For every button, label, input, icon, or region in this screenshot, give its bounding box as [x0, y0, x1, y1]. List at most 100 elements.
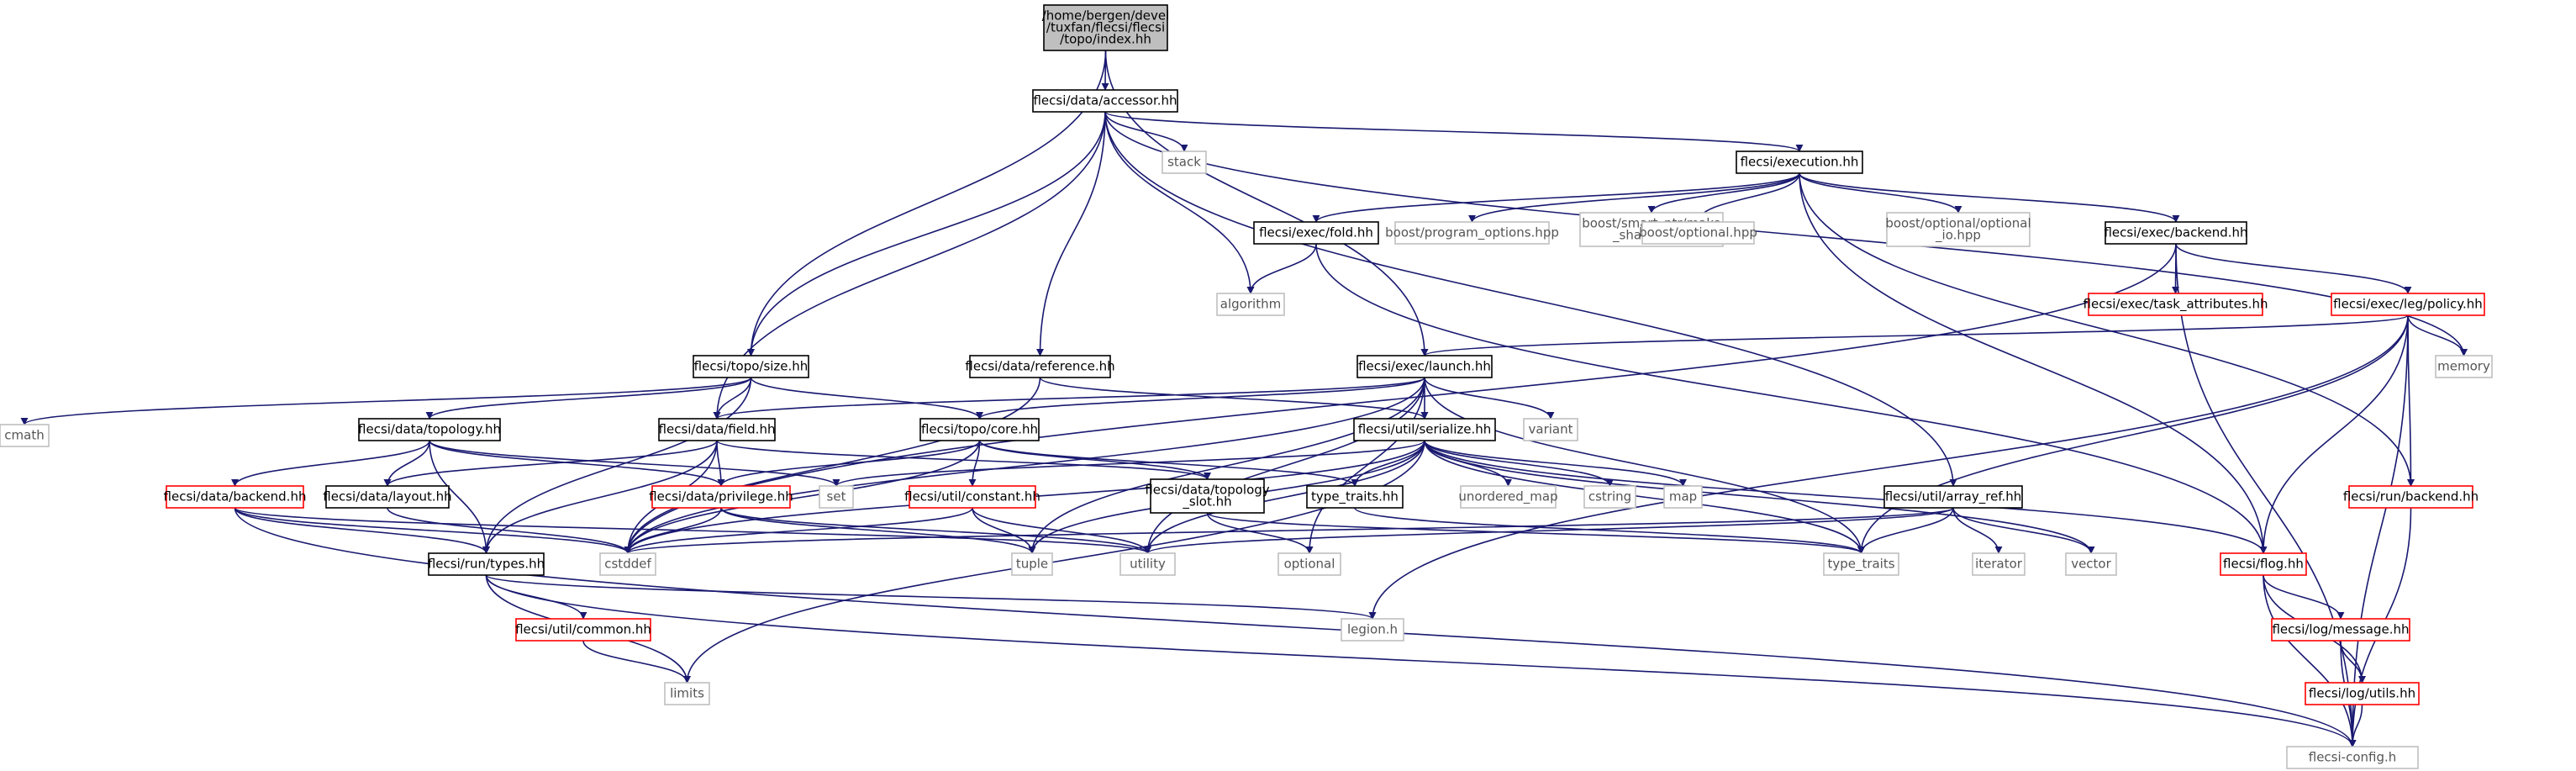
node-privilege[interactable]: flecsi/data/privilege.hh	[649, 485, 793, 509]
edge-line	[1952, 507, 2003, 554]
edge-line	[832, 440, 1425, 487]
node-data_backend[interactable]: flecsi/data/backend.hh	[164, 485, 307, 509]
node-box	[1032, 89, 1178, 113]
edge-size-to-data_topology	[425, 377, 752, 420]
edge-line	[720, 507, 1036, 554]
node-label: flecsi/util/array_ref.hh	[1885, 489, 2022, 505]
node-tuple: tuple	[1011, 552, 1053, 576]
edge-line	[1799, 172, 2180, 223]
edge-line	[972, 507, 1151, 554]
edge-line	[1799, 172, 1962, 214]
node-run_types[interactable]: flecsi/run/types.hh	[428, 552, 545, 576]
node-box	[2305, 682, 2420, 705]
edge-array_ref-to-cstddef	[624, 507, 1954, 554]
node-task_attributes[interactable]: flecsi/exec/task_attributes.hh	[2083, 293, 2268, 316]
edge-execution-to-optional_io	[1799, 172, 1962, 214]
node-label: boost/program_options.hpp	[1385, 225, 1559, 241]
node-box	[0, 424, 50, 447]
edge-size-to-core	[750, 377, 983, 420]
node-size[interactable]: flecsi/topo/size.hh	[693, 355, 809, 378]
edge-line	[1104, 111, 1804, 152]
node-execution[interactable]: flecsi/execution.hh	[1736, 151, 1863, 174]
node-exec_backend[interactable]: flecsi/exec/backend.hh	[2104, 221, 2248, 245]
node-label: variant	[1529, 422, 1573, 437]
node-label: flecsi-config.h	[2309, 750, 2397, 765]
node-reference[interactable]: flecsi/data/reference.hh	[965, 355, 1115, 378]
node-topology_slot[interactable]: flecsi/data/topology_slot.hh	[1145, 478, 1270, 514]
node-launch[interactable]: flecsi/exec/launch.hh	[1356, 355, 1493, 378]
node-core[interactable]: flecsi/topo/core.hh	[919, 418, 1040, 441]
node-array_ref[interactable]: flecsi/util/array_ref.hh	[1883, 485, 2023, 509]
node-label: map	[1669, 489, 1697, 504]
edge-accessor-to-execution	[1104, 111, 1804, 152]
node-label: utility	[1130, 557, 1166, 572]
node-vector: vector	[2065, 552, 2117, 576]
edge-core-to-topology_slot	[978, 440, 1211, 480]
node-memory: memory	[2435, 355, 2493, 378]
node-field[interactable]: flecsi/data/field.hh	[658, 418, 776, 441]
node-data_topology[interactable]: flecsi/data/topology.hh	[358, 418, 501, 441]
node-log_utils[interactable]: flecsi/log/utils.hh	[2305, 682, 2420, 705]
node-common[interactable]: flecsi/util/common.hh	[515, 618, 651, 642]
node-layout[interactable]: flecsi/data/layout.hh	[323, 485, 452, 509]
node-label: flecsi/data/reference.hh	[965, 359, 1114, 374]
edge-constant-to-tuple	[972, 507, 1036, 554]
node-box	[2271, 618, 2410, 642]
edge-line	[1799, 172, 2415, 487]
node-box	[1663, 485, 1703, 509]
edge-line	[383, 440, 718, 487]
edge-constant-to-utility	[972, 507, 1151, 554]
edge-line	[482, 440, 718, 554]
node-accessor[interactable]: flecsi/data/accessor.hh	[1032, 89, 1178, 113]
node-run_backend[interactable]: flecsi/run/backend.hh	[2343, 485, 2479, 509]
node-box	[919, 418, 1040, 441]
node-optional_io: boost/optional/optional_io.hpp	[1885, 212, 2031, 247]
edge-line	[1424, 377, 1555, 420]
edge-topology_slot-to-optional	[1206, 512, 1314, 554]
node-box	[693, 355, 809, 378]
node-label: flecsi/data/topology.hh	[358, 422, 501, 437]
edge-line	[1857, 314, 2409, 554]
node-box	[1277, 552, 1341, 576]
edge-serialize-to-vector	[1424, 440, 2095, 554]
node-log_message[interactable]: flecsi/log/message.hh	[2271, 618, 2410, 642]
edge-serialize-to-type_traits	[1424, 440, 1865, 554]
node-flog[interactable]: flecsi/flog.hh	[2220, 552, 2307, 576]
node-label: flecsi/exec/launch.hh	[1358, 359, 1491, 374]
edge-data_backend-to-cstddef	[234, 507, 632, 554]
edge-line	[2263, 574, 2345, 620]
node-root[interactable]: /home/bergen/devel/tuxfan/flecsi/flecsi/…	[1042, 4, 1170, 51]
node-map: map	[1663, 485, 1703, 509]
edge-privilege-to-tuple	[720, 507, 1036, 554]
edge-array_ref-to-utility	[1144, 507, 1954, 554]
edge-line	[582, 640, 691, 684]
edge-line	[624, 377, 1425, 554]
edge-line	[2348, 314, 2409, 747]
edge-size-to-run_types	[482, 377, 752, 554]
node-label: tuple	[1016, 557, 1048, 572]
node-label: flecsi/exec/task_attributes.hh	[2083, 297, 2268, 313]
edge-fold-to-algorithm	[1246, 243, 1317, 294]
edge-line	[1368, 314, 2409, 620]
node-box	[166, 485, 304, 509]
edge-serialize-to-map	[1424, 440, 1687, 487]
node-label: _io.hpp	[1935, 228, 1981, 244]
node-box	[1886, 212, 2031, 247]
node-constant[interactable]: flecsi/util/constant.hh	[904, 485, 1040, 509]
node-type_traits_hh[interactable]: type_traits.hh	[1306, 485, 1404, 509]
edge-launch-to-field	[713, 377, 1425, 420]
node-label: flecsi/data/backend.hh	[164, 489, 307, 504]
node-serialize[interactable]: flecsi/util/serialize.hh	[1353, 418, 1496, 441]
edge-accessor-to-stack	[1104, 111, 1188, 152]
node-box	[1394, 221, 1550, 245]
node-fold[interactable]: flecsi/exec/fold.hh	[1253, 221, 1379, 245]
node-box	[909, 485, 1036, 509]
node-box	[969, 355, 1111, 378]
edge-leg_policy-to-config	[2348, 314, 2409, 747]
edge-data_topology-to-run_types	[429, 440, 490, 554]
node-leg_policy[interactable]: flecsi/exec/leg/policy.hh	[2331, 293, 2485, 316]
node-set: set	[819, 485, 854, 509]
node-label: flecsi/log/utils.hh	[2309, 686, 2415, 701]
node-label: flecsi/util/serialize.hh	[1358, 422, 1492, 437]
edge-line	[1104, 111, 1188, 152]
